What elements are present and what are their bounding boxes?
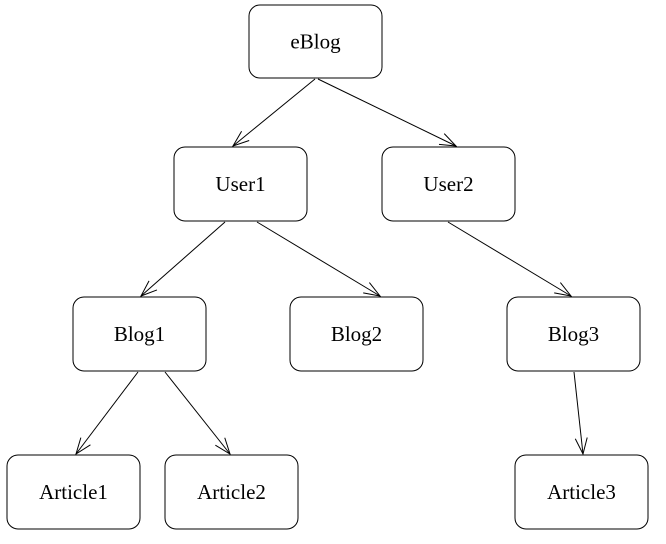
node-label-blog2: Blog2 [331,322,382,346]
node-article3: Article3 [514,454,649,530]
node-label-article3: Article3 [547,480,616,504]
node-label-article2: Article2 [197,480,266,504]
edge-user2-to-blog3 [447,221,571,296]
node-label-blog3: Blog3 [548,322,599,346]
node-article1: Article1 [6,454,141,530]
edge-user1-to-blog2 [256,221,380,296]
node-user1: User1 [173,146,308,222]
edge-user1-to-blog1 [141,221,226,296]
node-eblog: eBlog [248,4,383,79]
edge-blog1-to-article2 [164,371,230,454]
edge-blog1-to-article1 [76,371,139,454]
node-article2: Article2 [164,454,299,530]
edge-blog3-to-article3 [573,371,583,454]
edge-eblog-to-user2 [317,78,456,146]
edge-eblog-to-user1 [233,78,316,146]
edges [76,78,583,454]
node-label-user2: User2 [423,172,473,196]
node-blog1: Blog1 [72,296,207,372]
node-user2: User2 [381,146,516,222]
node-label-article1: Article1 [39,480,108,504]
node-label-eblog: eBlog [290,30,341,54]
node-label-user1: User1 [215,172,265,196]
node-label-blog1: Blog1 [114,322,165,346]
node-blog2: Blog2 [289,296,424,372]
node-blog3: Blog3 [506,296,641,372]
